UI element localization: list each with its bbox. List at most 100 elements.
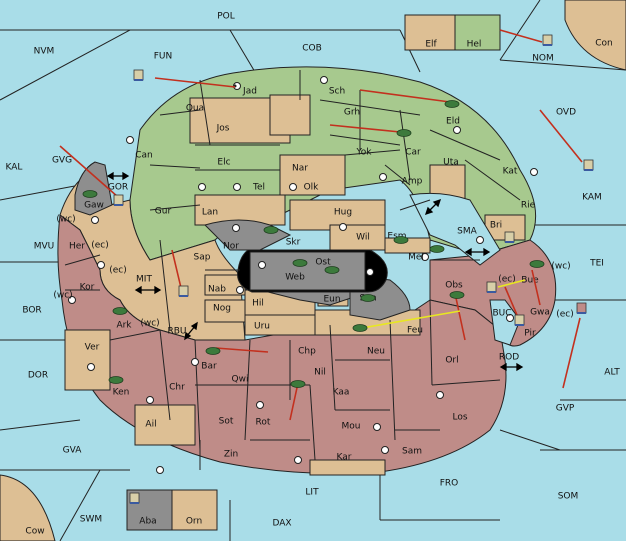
territory-label-pir: Pir [524, 329, 536, 339]
territory-label-jos: Jos [216, 124, 230, 134]
army-unit [112, 307, 128, 315]
territory-label-kar: Kar [337, 453, 352, 463]
fleet-unit [113, 194, 124, 206]
territory-label-rot: Rot [256, 418, 271, 428]
sea-label-dor: DOR [28, 371, 48, 381]
sea-label-sma: SMA [457, 227, 477, 237]
territory-label-sch: Sch [329, 87, 345, 97]
army-unit [396, 129, 412, 137]
coast-annotation: (ec) [109, 266, 127, 276]
sea-label-fro: FRO [440, 479, 459, 489]
fleet-unit [576, 302, 587, 314]
territory-label-mou: Mou [342, 422, 361, 432]
territory-label-sam: Sam [402, 447, 422, 457]
territory-label-hug: Hug [334, 208, 352, 218]
sea-label-kal: KAL [6, 163, 23, 173]
army-unit [360, 294, 376, 302]
territory-label-web: Web [285, 273, 305, 283]
fleet-unit [504, 231, 515, 243]
army-unit [393, 236, 409, 244]
coast-annotation: (ec) [91, 241, 109, 251]
territory-label-olk: Olk [304, 183, 320, 193]
fleet-unit [178, 285, 189, 297]
territory-label-chp: Chp [298, 347, 316, 357]
order-arrow [455, 297, 466, 341]
order-arrow [539, 109, 583, 163]
coast-annotation: (wc) [551, 262, 570, 272]
territory-label-mel: Mel [408, 253, 424, 263]
sea-label-alt: ALT [604, 368, 620, 378]
order-arrow [531, 269, 541, 306]
sea-label-dax: DAX [272, 519, 291, 529]
territory-label-uta: Uta [443, 158, 459, 168]
territory-label-ken: Ken [113, 388, 130, 398]
sea-label-som: SOM [558, 492, 579, 502]
army-unit [108, 376, 124, 384]
sea-label-nvm: NVM [34, 47, 55, 57]
territory-label-grh: Grh [344, 108, 360, 118]
territory-label-jad: Jad [242, 87, 257, 97]
territory-label-chr: Chr [169, 383, 185, 393]
territory-label-obs: Obs [445, 281, 463, 291]
territory-label-qwi: Qwi [232, 375, 249, 385]
territory-label-aba: Aba [139, 517, 156, 527]
territory-label-kat: Kat [503, 167, 518, 177]
territory-label-los: Los [452, 413, 467, 423]
coast-annotation: (wc) [140, 319, 159, 329]
territory-label-hel: Hel [467, 40, 482, 50]
territory-label-elc: Elc [217, 158, 230, 168]
land-ring [57, 66, 557, 476]
coast-annotation: (wc) [53, 291, 72, 301]
territory-label-feu: Feu [407, 326, 423, 336]
strait-arrows [106, 171, 524, 372]
sea-label-fun: FUN [154, 52, 173, 62]
fleet-unit [542, 34, 553, 46]
order-arrow [289, 382, 299, 421]
sea-label-gvg: GVG [52, 156, 72, 166]
territory-label-uru: Uru [254, 322, 270, 332]
sea-label-bor: BOR [22, 306, 41, 316]
sea-label-gor: GOR [108, 183, 128, 193]
army-unit [290, 380, 306, 388]
territory-label-rie: Rie [521, 201, 536, 211]
sea-label-gva: GVA [63, 446, 83, 456]
army-unit [444, 100, 460, 108]
territory-label-can: Can [135, 151, 153, 161]
territory-label-amp: Amp [402, 177, 423, 187]
sea-label-kam: KAM [582, 193, 602, 203]
order-arrow [171, 249, 183, 293]
territory-label-zin: Zin [224, 450, 238, 460]
order-arrow [154, 77, 236, 88]
territory-label-eld: Eld [446, 117, 460, 127]
sea-label-con: Con [595, 39, 613, 49]
territory-label-ail: Ail [145, 420, 156, 430]
sea-label-rbu: RBU [167, 327, 186, 337]
sea-label-rod: ROD [499, 353, 519, 363]
order-arrow [215, 347, 269, 353]
fleet-unit [514, 314, 525, 326]
territory-label-kor: Kor [80, 283, 95, 293]
sea-label-lit: LIT [305, 488, 319, 498]
territory-label-bri: Bri [490, 221, 502, 231]
territory-label-hil: Hil [252, 299, 264, 309]
territory-label-yok: Yok [355, 148, 372, 158]
sea-label-buc: BUC [492, 309, 511, 319]
army-unit [429, 245, 445, 253]
sea-label-gvp: GVP [556, 404, 575, 414]
territory-label-her: Her [69, 242, 85, 252]
territory-label-neu: Neu [367, 347, 385, 357]
territory-label-nab: Nab [208, 285, 226, 295]
order-arrow [499, 29, 543, 43]
sea-label-swm: SWM [80, 515, 102, 525]
fleet-unit [583, 159, 594, 171]
fleet-unit [486, 281, 497, 293]
territory-label-ost: Ost [315, 258, 331, 268]
territory-label-eun: Eun [323, 295, 340, 305]
sea-label-cow: Cow [25, 527, 44, 537]
order-arrow [359, 89, 451, 103]
army-unit [263, 226, 279, 234]
army-unit [292, 259, 308, 267]
